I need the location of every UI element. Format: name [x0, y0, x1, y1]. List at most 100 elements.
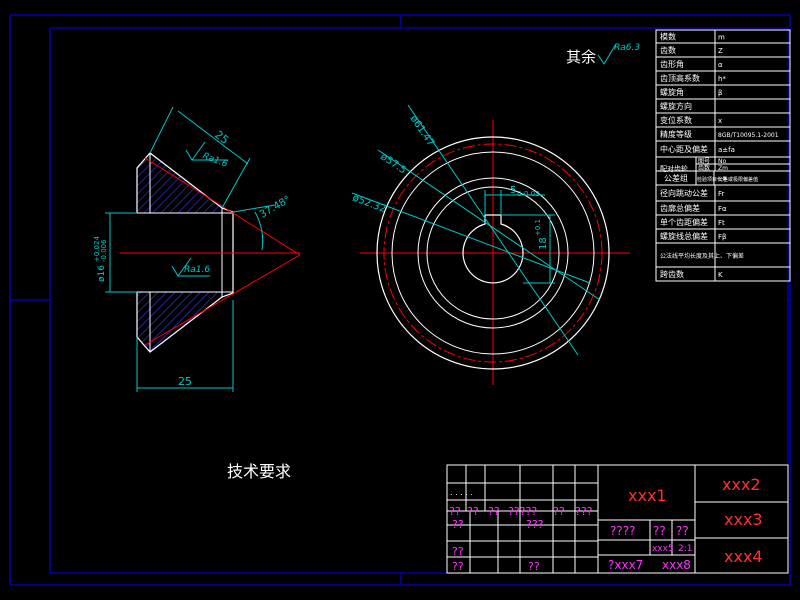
tip-circle	[376, 136, 610, 370]
param-label: 跨齿数	[660, 269, 684, 279]
param-symbol: Zm	[718, 165, 728, 172]
mark-r2: ???	[526, 518, 544, 531]
roughness-mid: Ra1.6	[184, 265, 210, 275]
param-symbol: a±fa	[718, 146, 735, 154]
mark-r1: ??	[467, 505, 479, 518]
mark-r1: ??	[553, 505, 565, 518]
dim-keyway-width-tol: 0-0.03	[517, 190, 540, 198]
surface-finish-value: Ra6.3	[614, 43, 640, 53]
param-label: 中心距及偏差	[660, 144, 708, 154]
param-label: 公差组	[664, 173, 688, 183]
param-label: 变位系数	[660, 115, 692, 125]
param-label: 径向跳动公差	[660, 188, 708, 198]
roughness-symbol	[597, 43, 617, 65]
dim-angle-arc	[254, 211, 264, 251]
mark-r1: ?????	[508, 505, 537, 518]
dim-root-diameter: ø52.32	[351, 193, 387, 216]
sheet-b: xxx8	[662, 558, 691, 572]
param-label: 齿数	[660, 45, 676, 55]
mark-r1: ??	[449, 505, 461, 518]
param-symbol: Fβ	[718, 233, 727, 241]
upper-section-hatch	[137, 153, 222, 213]
param-label: 齿顶高系数	[660, 73, 700, 83]
mark-r2: ??	[452, 518, 464, 531]
dim-pitch-diameter: ø57.5	[378, 151, 408, 176]
param-label: 单个齿距偏差	[660, 217, 708, 227]
param-symbol: x	[718, 117, 722, 125]
outer-frame	[9, 14, 791, 586]
title-company: xxx2	[722, 475, 761, 494]
root-circle	[391, 151, 595, 355]
title-block-frame	[446, 464, 789, 574]
param-symbol: Z	[718, 47, 723, 55]
dim-tip-diameter: ø61.47	[408, 114, 437, 149]
dim-keyway-depth: 18	[538, 237, 549, 250]
dim-leader-root	[351, 192, 591, 284]
hub-circle	[417, 177, 569, 329]
param-label: 齿廓总偏差	[660, 203, 700, 213]
dot-marks: . . . . .	[450, 488, 473, 497]
dim-angle-leader	[232, 204, 276, 213]
param-symbol: m	[718, 34, 725, 42]
scale-value: 2:1	[678, 544, 692, 554]
title-drawing-no: xxx3	[724, 510, 763, 529]
surface-finish-prefix: 其余	[566, 48, 596, 66]
pitch-line-bottom	[144, 254, 301, 346]
param-symbol: β	[718, 89, 722, 97]
dim-line-top-25	[177, 110, 249, 165]
hub-circle-inner	[426, 186, 560, 320]
title-name: xxx1	[628, 486, 667, 505]
mark-r1: ???	[575, 505, 593, 518]
param-label: 螺旋方向	[660, 101, 692, 111]
pitch-circle	[383, 143, 603, 363]
roughness-top: Ra1.6	[201, 151, 229, 169]
dim-face-width-bottom: 25	[178, 375, 192, 388]
param-symbol: h*	[718, 75, 726, 83]
dim-cone-angle: 37.48°	[258, 194, 293, 220]
param-symbol: Fα	[718, 205, 727, 213]
dim-bore-tol-lower: -0.006	[100, 239, 108, 262]
param-symbol: Fr	[718, 190, 725, 198]
param-label: 螺旋角	[660, 87, 684, 97]
weight-mark-2: ??	[653, 524, 666, 538]
title-material: xxx4	[724, 547, 763, 566]
front-view: ø61.47 ø57.5 ø52.32 5 0-0.03 18 +0.1	[351, 104, 630, 385]
technical-requirements-heading: 技术要求	[227, 462, 291, 481]
param-label: 精度等级	[660, 129, 692, 139]
weight-mark-1: ????	[610, 524, 635, 538]
param-label: 螺旋线总偏差	[660, 231, 708, 241]
dim-leader-tip	[407, 104, 579, 356]
sheet-a: ?xxx7	[608, 558, 643, 572]
mark-r4: ??	[452, 560, 464, 573]
dim-keyway-width: 5	[510, 185, 516, 196]
dim-leader-pitch	[377, 149, 601, 301]
dim-ext	[221, 157, 251, 209]
scale-label: xxx5	[652, 544, 674, 554]
param-extra: 公差或极限偏差值	[718, 176, 758, 183]
dim-keyway-depth-tol: +0.1	[534, 219, 542, 236]
param-label: 公法线平均长度及其上、下偏差	[660, 252, 744, 260]
mark-r4: ??	[528, 560, 540, 573]
mark-r3: ??	[452, 545, 464, 558]
param-symbol: K	[718, 271, 723, 279]
weight-mark-3: ??	[676, 524, 689, 538]
param-sub-label: 齿数	[698, 164, 710, 172]
param-symbol: 8GB/T10095.1-2001	[718, 132, 779, 139]
param-sub-label: 图号	[698, 158, 710, 165]
dim-ext	[149, 106, 174, 154]
param-symbol: No	[718, 158, 726, 165]
bore-keyway	[462, 214, 524, 284]
param-label: 配对齿轮	[660, 164, 688, 173]
param-symbol: Ft	[718, 219, 725, 227]
param-symbol: α	[718, 61, 723, 69]
dim-bore-diameter: ø16	[97, 265, 107, 282]
mark-r1: ??	[488, 505, 500, 518]
title-block: . . . . . xxx1 xxx2 xxx3 xxx4 ???? ?? ??…	[446, 464, 789, 574]
dim-face-width-top: 25	[212, 128, 231, 147]
side-view: 25 25 ø16 +0.024 -0.006 37.48° Ra1.6 Ra1…	[93, 106, 301, 392]
param-label: 模数	[660, 32, 676, 42]
surface-finish-note: 其余 Ra6.3	[566, 43, 640, 66]
dim-bore-tol-upper: +0.024	[93, 236, 101, 262]
